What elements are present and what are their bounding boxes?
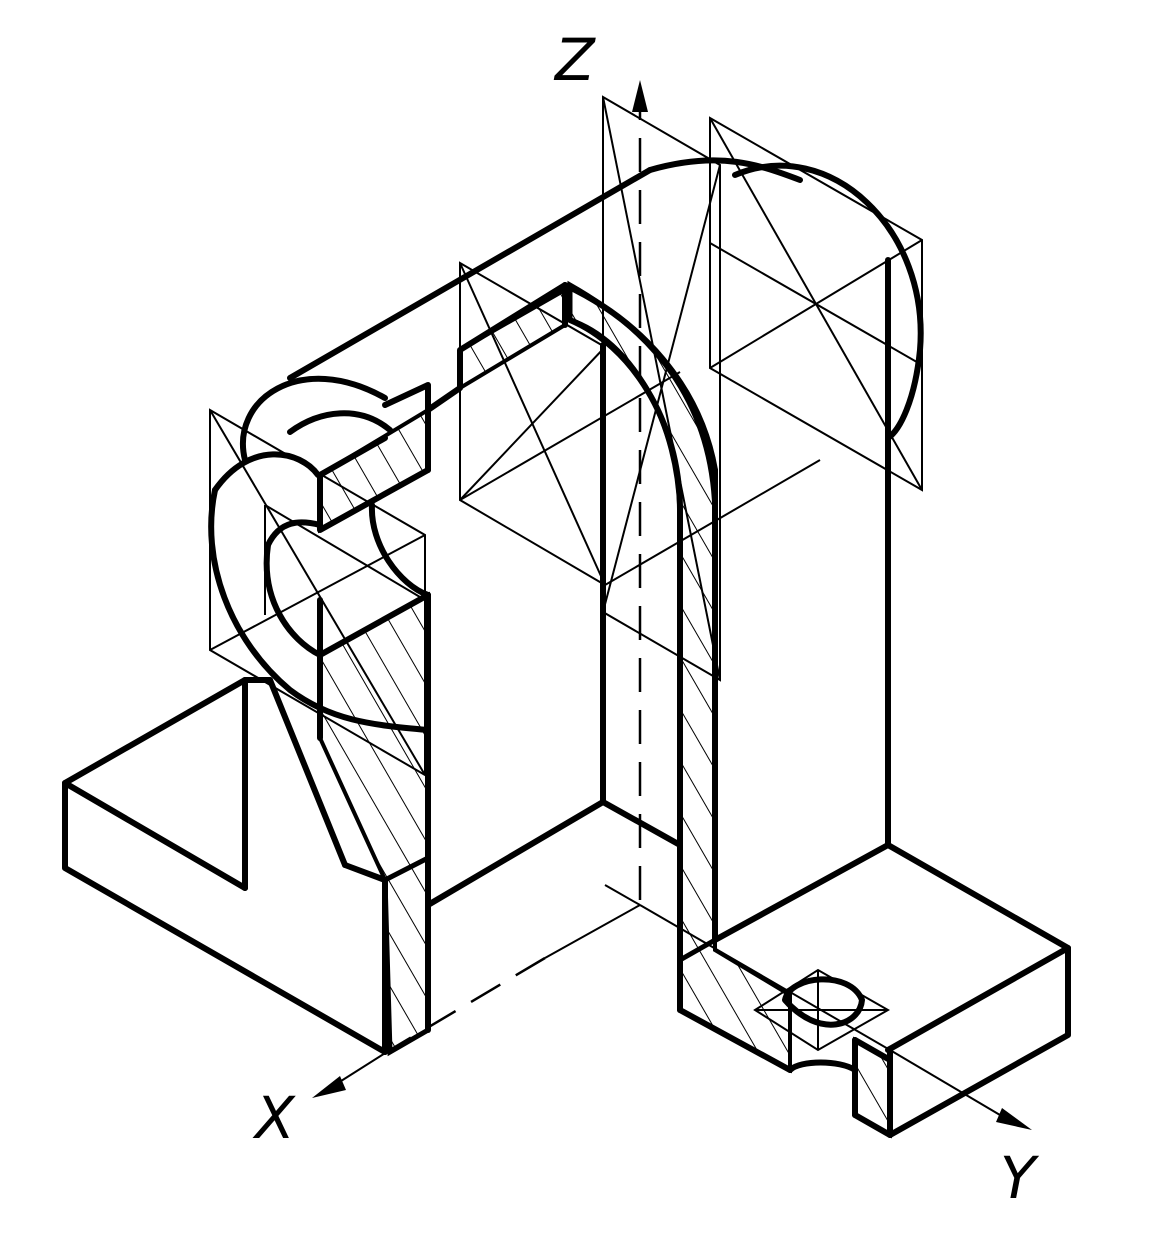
y-arrowhead [996,1108,1032,1130]
axis-x: X [252,956,546,1152]
z-axis-label: Z [553,26,596,94]
object-outline [62,157,1071,1138]
axis-y: Y [996,1108,1040,1212]
axis-z: Z [553,26,648,900]
z-arrowhead [632,80,648,112]
x-arrowhead [312,1076,346,1098]
y-axis-label: Y [1000,1144,1040,1212]
x-axis-label: X [252,1084,296,1152]
